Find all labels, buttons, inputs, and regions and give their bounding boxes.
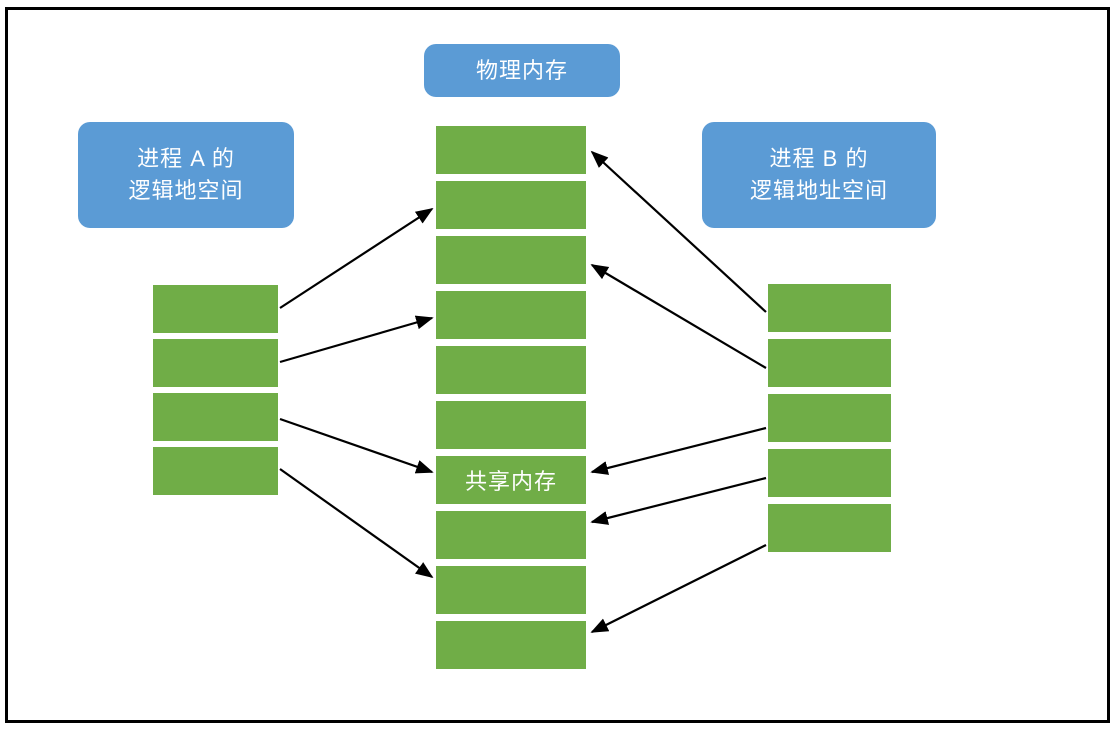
process-a-block-3	[153, 447, 278, 495]
physical-memory-block-8	[436, 566, 586, 614]
physical-memory-block-9	[436, 621, 586, 669]
physical-memory-block-0	[436, 126, 586, 174]
process-a-block-0	[153, 285, 278, 333]
physical-memory-block-5	[436, 401, 586, 449]
process-a-block-2	[153, 393, 278, 441]
process-b-label-box: 进程 B 的 逻辑地址空间	[702, 122, 936, 228]
process-b-block-0	[768, 284, 891, 332]
process-a-block-1	[153, 339, 278, 387]
physical-memory-block-3	[436, 291, 586, 339]
process-b-label-line-0: 进程 B 的	[769, 146, 869, 172]
physical-memory-block-6-label: 共享内存	[464, 469, 557, 494]
process-a-label-line-1: 逻辑地空间	[128, 178, 244, 203]
process-a-label-line-0: 进程 A 的	[137, 146, 235, 172]
physical-memory-title-line-0: 物理内存	[475, 57, 568, 83]
physical-memory-block-1	[436, 181, 586, 229]
process-b-block-4	[768, 504, 891, 552]
physical-memory-block-7	[436, 511, 586, 559]
physical-memory-block-6: 共享内存	[436, 456, 586, 504]
process-b-block-1	[768, 339, 891, 387]
process-a-label-box: 进程 A 的 逻辑地空间	[78, 122, 294, 228]
physical-memory-block-2	[436, 236, 586, 284]
physical-memory-title-box: 物理内存	[424, 44, 620, 97]
physical-memory-block-4	[436, 346, 586, 394]
process-b-label-line-1: 逻辑地址空间	[749, 178, 888, 203]
process-b-block-3	[768, 449, 891, 497]
process-b-block-2	[768, 394, 891, 442]
